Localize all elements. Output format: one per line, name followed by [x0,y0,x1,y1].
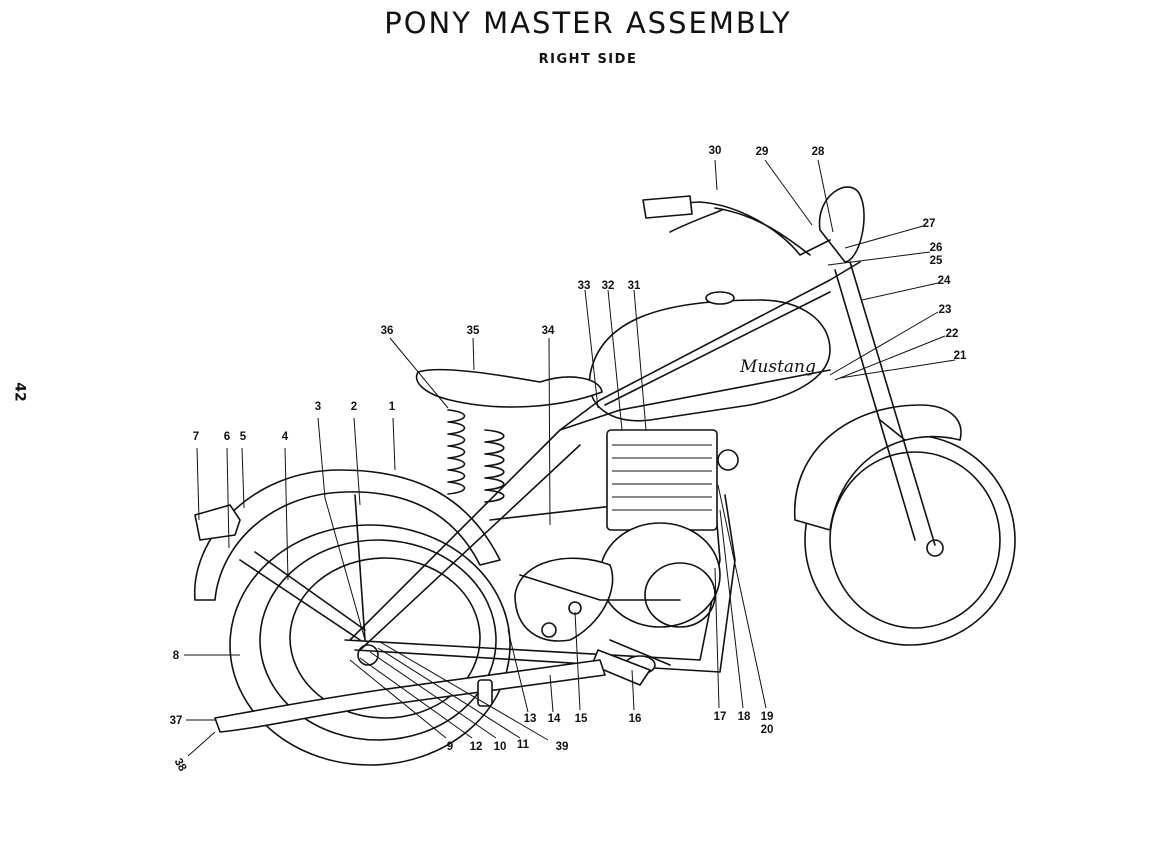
callout-6: 6 [224,431,230,443]
exhaust [214,659,606,733]
callout-19: 19 [761,711,774,723]
callout-21: 21 [954,350,967,362]
callout-1: 1 [389,401,396,413]
rear-struts [239,494,366,641]
callout-32: 32 [602,280,615,292]
callout-36: 36 [381,325,394,337]
callout-14: 14 [548,713,561,725]
seat-springs [447,409,505,503]
tank-script: Mustang [739,357,816,377]
handlebar [649,201,831,256]
leader-lines [184,159,956,757]
callout-39: 39 [556,741,569,753]
callout-16: 16 [629,713,642,725]
grip [642,195,693,219]
callout-17: 17 [714,711,727,723]
front-fork [834,261,936,546]
callout-11: 11 [517,739,530,751]
rear-fender [194,469,501,601]
callout-labels: 1 2 3 4 5 6 7 8 9 12 10 11 39 13 14 15 1… [170,145,967,774]
callout-24: 24 [938,275,951,287]
page-title: PONY MASTER ASSEMBLY [384,6,792,40]
callout-5: 5 [240,431,247,443]
callout-13: 13 [524,713,537,725]
page-subtitle: RIGHT SIDE [538,52,638,67]
callout-2: 2 [351,401,357,413]
fuel-tank [588,299,831,422]
callout-15: 15 [575,713,588,725]
fuel-cap [705,291,735,305]
callout-12: 12 [470,741,483,753]
motorcycle-drawing: Mustang [194,186,1016,766]
callout-27: 27 [923,218,936,230]
front-wheel [804,434,1016,646]
callout-26: 26 [930,242,943,254]
frame [344,261,861,673]
callout-30: 30 [709,145,722,157]
seat [415,368,603,408]
callout-29: 29 [756,146,769,158]
callout-33: 33 [578,280,591,292]
callout-10: 10 [494,741,507,753]
callout-8: 8 [173,650,180,662]
callout-18: 18 [738,711,751,723]
callout-23: 23 [939,304,952,316]
footpeg [591,649,651,686]
front-fender [794,404,962,531]
rear-wheel [229,524,511,766]
brake-lever [669,209,723,233]
callout-7: 7 [193,431,199,443]
callout-34: 34 [542,325,555,337]
callout-9: 9 [447,741,453,753]
callout-38: 38 [172,756,189,774]
callout-35: 35 [467,325,480,337]
callout-3: 3 [315,401,321,413]
engine [514,429,739,675]
callout-4: 4 [282,431,289,443]
callout-28: 28 [812,146,825,158]
headlight [818,186,865,263]
muffler-bracket [477,679,493,707]
tail-light [194,504,241,541]
callout-31: 31 [628,280,641,292]
callout-25: 25 [930,255,943,267]
callout-22: 22 [946,328,959,340]
callout-20: 20 [761,724,774,736]
callout-37: 37 [170,715,183,727]
